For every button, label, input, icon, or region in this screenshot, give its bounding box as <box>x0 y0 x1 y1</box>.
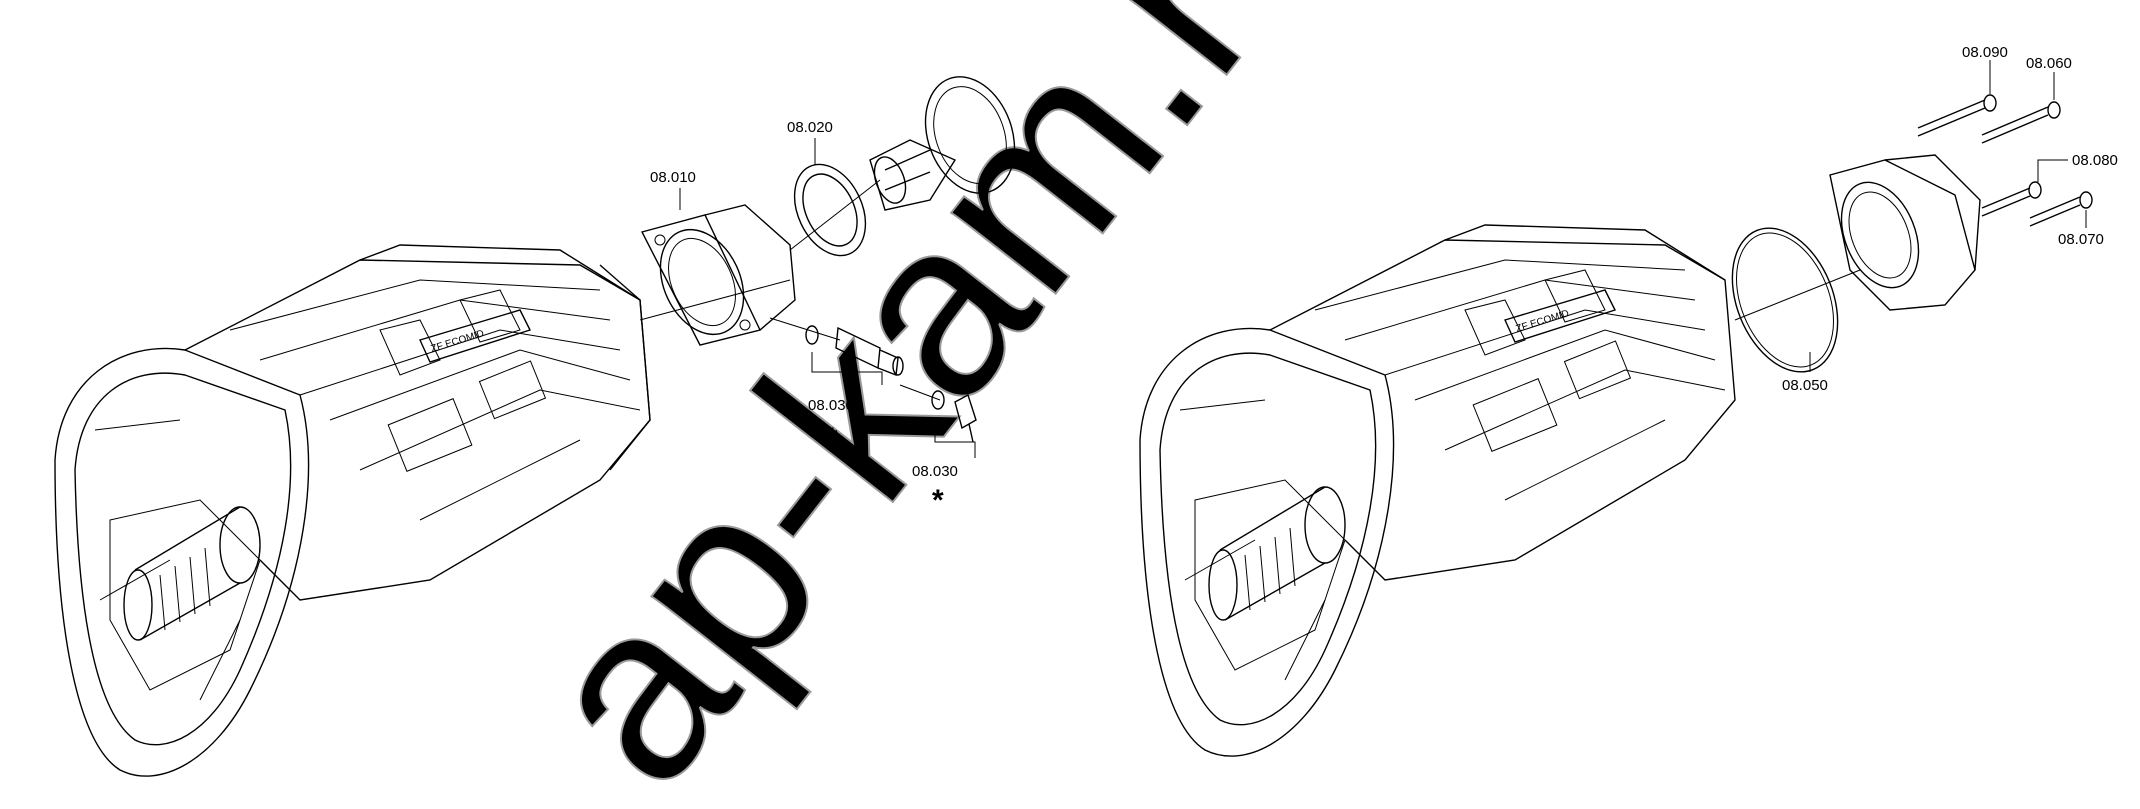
label-08050: 08.050 <box>1782 377 1828 394</box>
right-brand-plate: ZF ECOMID <box>1515 308 1571 335</box>
bolt-08090 <box>1917 94 1997 137</box>
watermark-text: ap-kam.ru <box>482 0 1395 809</box>
label-08030-sensor: 08.030 <box>808 397 854 414</box>
asterisk-sensor: * <box>826 422 838 455</box>
output-flange <box>869 76 1016 211</box>
label-08080: 08.080 <box>2072 152 2118 169</box>
bolt-08060 <box>1981 101 2061 144</box>
left-leaders <box>679 138 976 458</box>
label-08030-plug: 08.030 <box>912 463 958 480</box>
label-08020: 08.020 <box>787 119 833 136</box>
part-08030-sensor <box>769 317 904 376</box>
label-08060: 08.060 <box>2026 55 2072 72</box>
part-08010-bearing-housing <box>639 204 796 346</box>
label-08090: 08.090 <box>1962 44 2008 61</box>
left-gearbox-housing: ZF ECOMID <box>54 244 651 777</box>
label-08010: 08.010 <box>650 169 696 186</box>
left-brand-plate: ZF ECOMID <box>430 328 486 355</box>
watermark: ap-kam.ru <box>481 0 1396 809</box>
bolt-08080 <box>1981 181 2042 217</box>
part-08030-plug <box>899 384 977 443</box>
right-gearbox-housing: ZF ECOMID <box>1139 224 1736 757</box>
part-08020-seal-ring <box>789 163 881 257</box>
right-leaders <box>1809 60 2087 372</box>
rear-cover <box>1829 154 1981 311</box>
asterisk-plug: * <box>932 484 944 517</box>
bolt-08070 <box>2029 191 2093 227</box>
label-08070: 08.070 <box>2058 231 2104 248</box>
part-08050-o-ring <box>1731 227 1861 373</box>
